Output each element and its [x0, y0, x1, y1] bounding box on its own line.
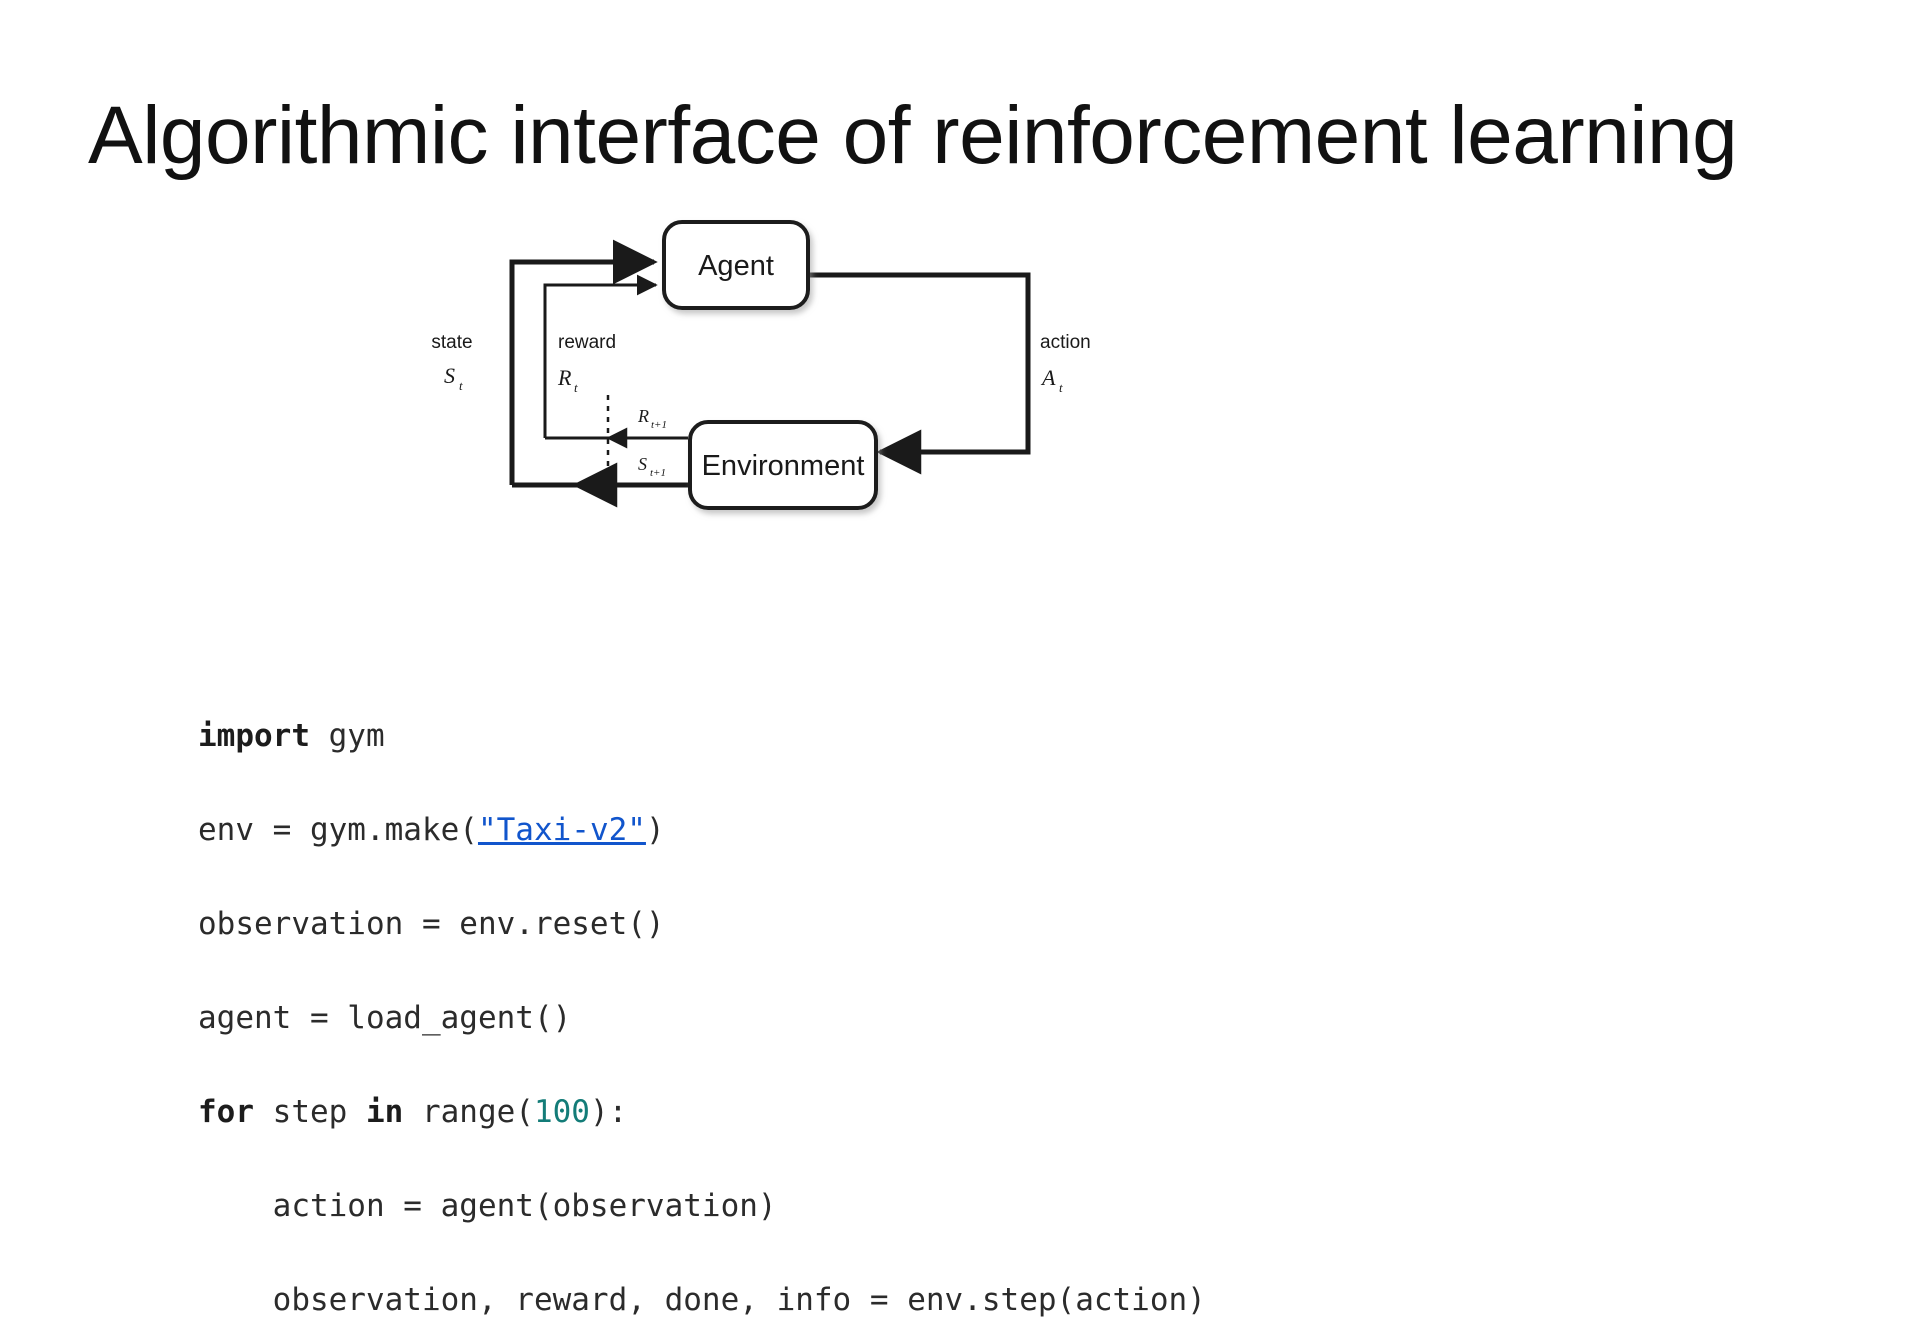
state-next-subscript: t+1	[650, 467, 666, 479]
code-text: observation = env.reset()	[198, 906, 665, 942]
code-keyword: for	[198, 1094, 254, 1130]
node-agent: Agent	[662, 220, 810, 310]
code-text: range(	[403, 1094, 534, 1130]
code-keyword: in	[365, 1094, 404, 1130]
action-label-symbol: A	[1040, 365, 1056, 390]
code-text: )	[645, 812, 665, 848]
reward-label-subscript: t	[574, 380, 578, 395]
code-line: agent = load_agent()	[198, 995, 1206, 1042]
label-reward: reward R t	[557, 332, 616, 395]
reward-next-subscript: t+1	[651, 419, 667, 431]
code-text: env = gym.make(	[198, 812, 478, 848]
reward-label-symbol: R	[557, 365, 572, 390]
state-label-subscript: t	[459, 378, 463, 393]
label-state: state S t	[431, 332, 472, 393]
state-label-symbol: S	[444, 363, 455, 388]
edge-state	[509, 239, 658, 485]
label-state-next: S t+1	[638, 454, 666, 479]
state-label-word: state	[431, 332, 472, 353]
reward-next-symbol: R	[637, 406, 649, 426]
state-arrow-path	[509, 239, 658, 485]
agent-box-label: Agent	[698, 250, 774, 282]
edge-reward	[543, 274, 658, 438]
state-next-symbol: S	[638, 454, 647, 474]
code-text: step	[254, 1094, 366, 1130]
code-link-string[interactable]: "Taxi-v2"	[477, 812, 646, 848]
page-title: Algorithmic interface of reinforcement l…	[88, 89, 1738, 181]
code-line: import gym	[198, 713, 1206, 760]
label-action: action A t	[1040, 332, 1091, 395]
code-text: gym	[309, 718, 385, 754]
environment-box-label: Environment	[702, 450, 865, 482]
code-text: action = agent(observation)	[198, 1188, 777, 1224]
code-block: import gym env = gym.make("Taxi-v2") obs…	[198, 713, 1206, 1324]
action-arrow-path	[808, 272, 1031, 475]
code-line: observation, reward, done, info = env.st…	[198, 1277, 1206, 1324]
code-text: observation, reward, done, info = env.st…	[198, 1282, 1206, 1318]
code-line: env = gym.make("Taxi-v2")	[198, 807, 1206, 854]
code-text: agent = load_agent()	[198, 1000, 572, 1036]
code-number-literal: 100	[533, 1094, 590, 1130]
environment-box	[688, 420, 878, 510]
diagram-canvas: Agent Environment state S t reward R t a…	[431, 220, 1091, 510]
code-text: ):	[589, 1094, 628, 1130]
node-environment: Environment	[688, 420, 878, 510]
action-label-word: action	[1040, 332, 1091, 353]
code-keyword: import	[198, 718, 310, 754]
label-reward-next: R t+1	[637, 406, 667, 431]
edge-action	[808, 272, 1031, 475]
code-line: observation = env.reset()	[198, 901, 1206, 948]
code-line: action = agent(observation)	[198, 1183, 1206, 1230]
rl-agent-environment-diagram: Agent Environment state S t reward R t a…	[380, 200, 1200, 540]
agent-box	[662, 220, 810, 310]
reward-label-word: reward	[558, 332, 616, 353]
action-label-subscript: t	[1059, 380, 1063, 395]
code-line: for step in range(100):	[198, 1089, 1206, 1136]
reward-arrow-path	[543, 274, 658, 438]
